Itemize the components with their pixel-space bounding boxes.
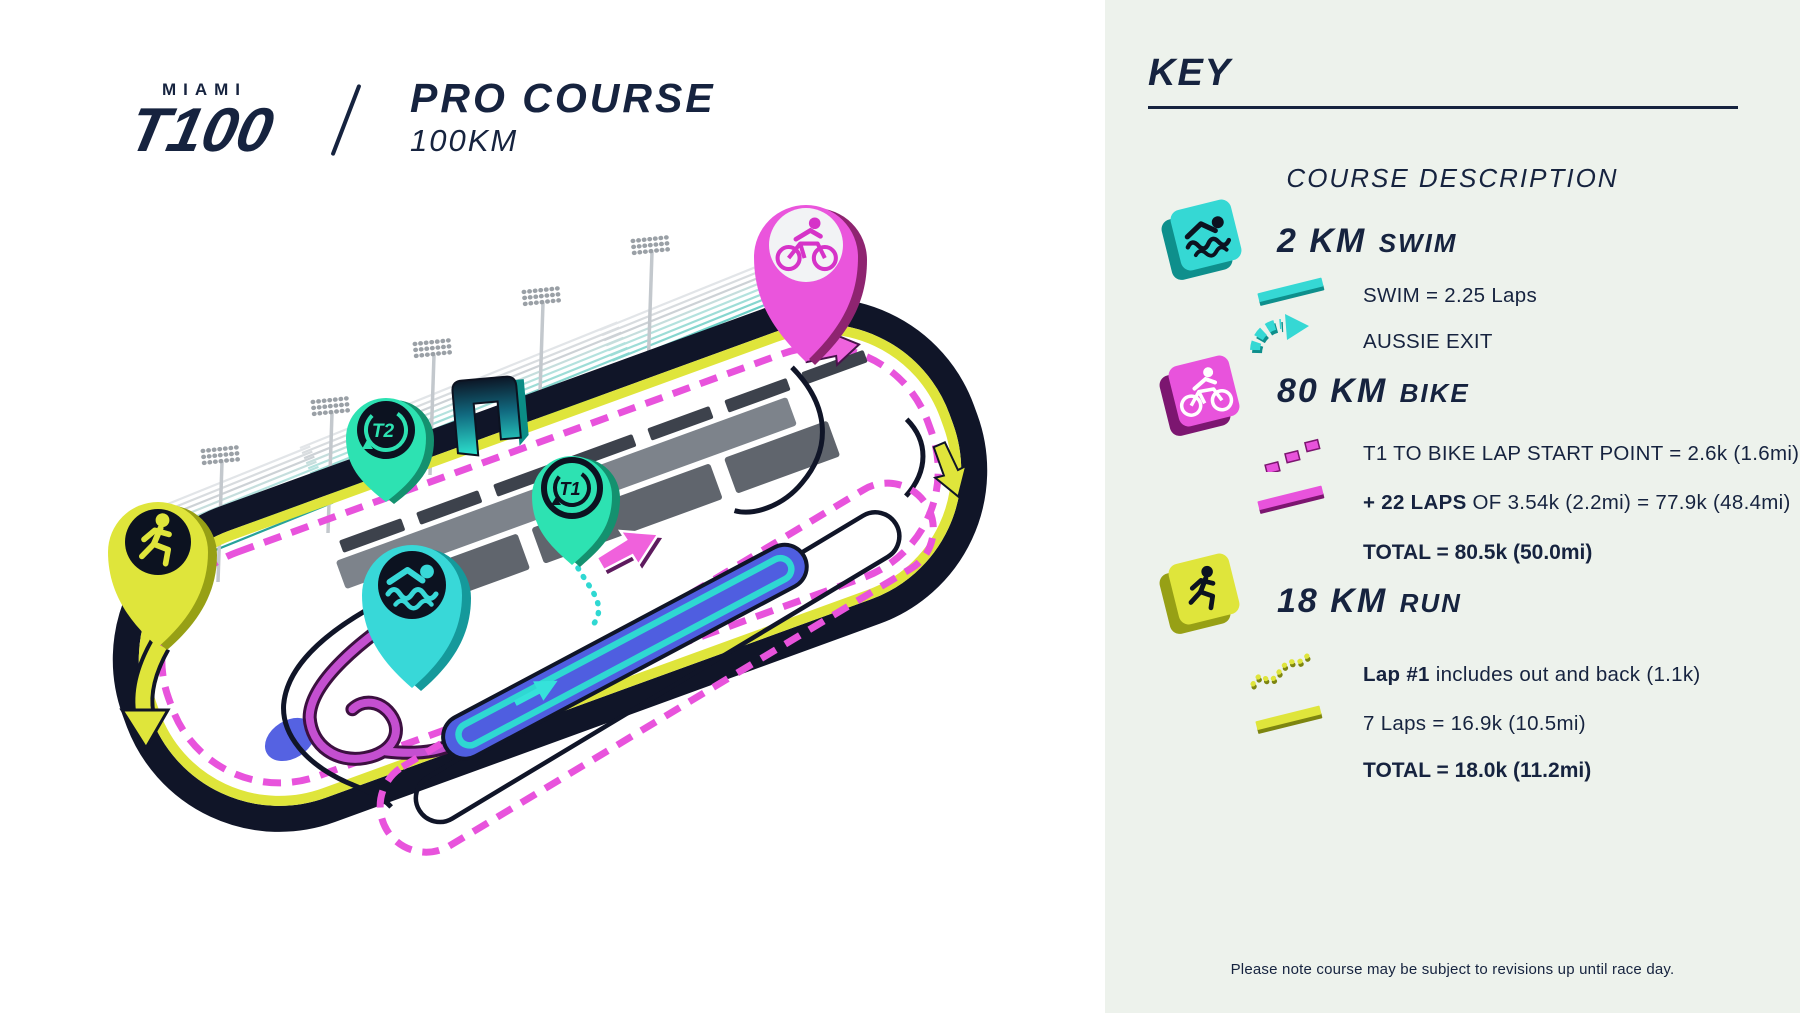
swim-discipline: SWIM	[1378, 228, 1458, 258]
course-heading: PRO COURSE 100KM	[410, 78, 716, 159]
infield-road	[733, 365, 825, 515]
key-title: KEY	[1148, 52, 1233, 94]
bike-total: TOTAL = 80.5k (50.0mi)	[1363, 541, 1593, 564]
bike-start-arrow	[595, 529, 663, 574]
bike-laps-swatch	[1253, 484, 1331, 521]
run-direction-arrow-right	[932, 441, 968, 499]
oval-circuit	[112, 298, 988, 856]
course-map: T2 T1 MIAMI T100 PR	[96, 77, 988, 856]
course-revision-note: Please note course may be subject to rev…	[1230, 961, 1675, 978]
bike-course-ring	[158, 343, 942, 787]
key-title-rule	[1148, 106, 1738, 109]
brand-lockup: MIAMI T100	[96, 80, 306, 165]
bike-heading: 80 KM BIKE	[1277, 372, 1470, 411]
swim-course-swatch	[1253, 276, 1331, 313]
t1-pin: T1	[532, 456, 620, 567]
bike-distance: 80 KM	[1277, 372, 1388, 410]
course-title: PRO COURSE	[410, 75, 716, 121]
swim-course-loop	[455, 554, 795, 749]
run-heading: 18 KM RUN	[1277, 582, 1462, 621]
infield-road	[904, 417, 926, 498]
run-pin	[108, 502, 217, 650]
infield-road	[281, 609, 393, 809]
key-panel: KEY COURSE DESCRIPTION 2 KM SWIM SWIM = …	[1105, 0, 1800, 1013]
run-lap1-swatch	[1247, 646, 1325, 699]
run-tile	[1147, 548, 1251, 640]
aussie-exit-label: AUSSIE EXIT	[1363, 330, 1493, 353]
swim-heading: 2 KM SWIM	[1277, 222, 1457, 261]
aussie-exit-swatch	[1247, 312, 1327, 363]
t2-label: T2	[372, 421, 395, 442]
swim-distance: 2 KM	[1277, 222, 1367, 260]
swim-lagoon	[441, 542, 809, 761]
t1-label: T1	[559, 479, 580, 499]
bike-discipline: BIKE	[1399, 378, 1470, 408]
course-distance: 100KM	[410, 123, 519, 158]
t100-logo: T100	[123, 96, 280, 165]
run-total: TOTAL = 18.0k (11.2mi)	[1363, 759, 1592, 782]
bike-connector-swatch	[1255, 434, 1331, 477]
run-discipline: RUN	[1399, 588, 1462, 618]
run-laps-swatch	[1251, 704, 1329, 741]
swim-pin	[362, 545, 471, 691]
swim-tile	[1149, 194, 1253, 286]
bike-tile	[1147, 350, 1251, 442]
brand-location: MIAMI	[161, 80, 248, 99]
speedway-course-illustration: T2 T1	[108, 205, 988, 856]
run-lap1-label: Lap #1 includes out and back (1.1k)	[1363, 663, 1701, 686]
course-description-heading: COURSE DESCRIPTION	[1286, 163, 1619, 193]
run-distance: 18 KM	[1277, 582, 1388, 620]
start-gantry-arch	[451, 375, 529, 457]
swim-laps-label: SWIM = 2.25 Laps	[1363, 284, 1538, 307]
run-exit-arrow	[119, 639, 171, 751]
t2-pin: T2	[346, 398, 434, 504]
bike-connector-label: T1 TO BIKE LAP START POINT = 2.6k (1.6mi…	[1363, 442, 1800, 465]
bike-laps-label: + 22 LAPS OF 3.54k (2.2mi) = 77.9k (48.4…	[1363, 491, 1791, 514]
run-laps-label: 7 Laps = 16.9k (10.5mi)	[1363, 712, 1586, 735]
swim-direction-arrow	[513, 680, 558, 706]
aussie-exit-dots	[575, 565, 602, 630]
bike-pin	[754, 205, 867, 365]
